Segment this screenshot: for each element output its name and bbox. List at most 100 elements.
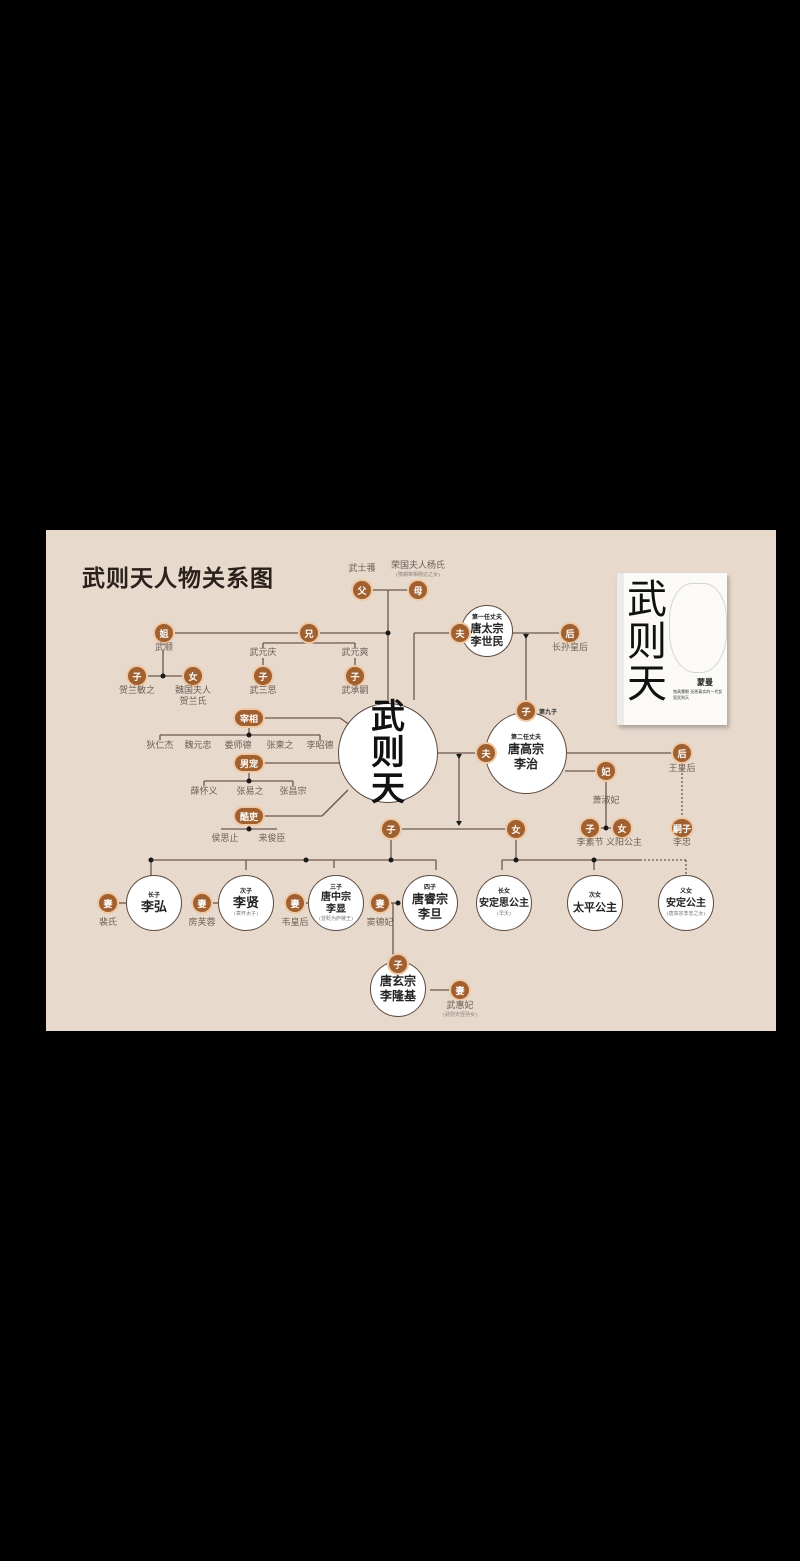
favorite-name: 张易之: [236, 787, 264, 797]
official-name: 侯思止: [211, 834, 239, 844]
husband-2-badge: 夫: [477, 744, 495, 762]
xiao-daughter-badge: 女: [613, 819, 631, 837]
grandson-name: 唐玄宗李隆基: [379, 974, 416, 1003]
husband-2-name: 唐高宗李治: [507, 742, 544, 771]
minister-name: 张柬之: [266, 741, 294, 751]
daughter-name: 太平公主: [573, 900, 617, 914]
son-node-3: 三子 唐中宗李显 (曾贬为庐陵王): [308, 875, 364, 931]
daughter-role: 次女: [588, 891, 601, 899]
son-2-spouse-badge: 妻: [193, 894, 211, 912]
sons-badge: 子: [382, 820, 400, 838]
empress-wang-badge: 后: [673, 744, 691, 762]
center-name: 武则天: [371, 697, 405, 809]
xiao-son-name: 李素节: [576, 838, 604, 848]
book-blurb: 独具慧眼 还原真实的一代女皇武则天: [673, 689, 723, 700]
son-3-spouse-badge: 妻: [286, 894, 304, 912]
son-note: (曾贬为庐陵王): [319, 915, 353, 922]
son-node-1: 长子 李弘: [126, 875, 182, 931]
daughter-node-1: 长女 安定思公主 (早夭): [476, 875, 532, 931]
favorite-name: 张昌宗: [279, 787, 307, 797]
daughter-role: 长女: [497, 888, 510, 895]
son-role: 四子: [423, 884, 436, 891]
son-1-spouse: 裴氏: [98, 918, 118, 928]
consort-xiao-badge: 妃: [597, 762, 615, 780]
daughter-note: (唐高宗李忠之女): [666, 911, 706, 917]
grandson-spouse-label: 武惠妃(武则天侄孙女): [443, 1001, 477, 1019]
daughter-name: 安定公主: [666, 898, 706, 909]
brother-1-child: 武三思: [249, 686, 277, 696]
mother-label: 荣国夫人杨氏(隋朝宰相杨达之女): [391, 561, 445, 579]
son-name: 唐中宗李显: [321, 891, 351, 915]
mother-name: 荣国夫人杨氏: [390, 561, 446, 571]
xiao-daughter-name: 义阳公主: [605, 838, 643, 848]
brother-2-child: 武承嗣: [341, 686, 369, 696]
husband-1-badge: 夫: [451, 624, 469, 642]
grandson-badge: 子: [389, 955, 407, 973]
father-badge: 父: [353, 581, 371, 599]
son-4-spouse-badge: 妻: [371, 894, 389, 912]
sister-name: 武顺: [154, 643, 174, 653]
minister-name: 娄师德: [224, 741, 252, 751]
official-name: 来俊臣: [258, 834, 286, 844]
son-role: 三子: [329, 883, 342, 891]
son-name: 唐睿宗李旦: [411, 892, 448, 921]
husband-1-name: 唐太宗李世民: [470, 622, 504, 648]
group-favorites-badge: 男宠: [234, 755, 264, 771]
grandson-node: 唐玄宗李隆基: [370, 961, 426, 1017]
grandson-spouse: 武惠妃: [446, 1001, 474, 1011]
husband-1-wife-badge: 后: [561, 624, 579, 642]
sister-daughter-name: 魏国夫人贺兰氏: [174, 686, 211, 707]
xiao-son-badge: 子: [581, 819, 599, 837]
husband-1-node: 第一任丈夫 唐太宗李世民: [461, 605, 513, 657]
consort-xiao-name: 萧淑妃: [592, 796, 620, 806]
husband-2-son-note: 第九子: [539, 709, 558, 716]
sister-son-badge: 子: [128, 667, 146, 685]
son-name: 李贤: [232, 896, 259, 911]
adopted-son-badge: 嗣子: [672, 819, 692, 837]
book-title: 武则天: [627, 577, 667, 707]
group-ministers-badge: 宰相: [234, 710, 264, 726]
brother-2-child-badge: 子: [346, 667, 364, 685]
brothers-badge: 兄: [300, 624, 318, 642]
group-cruel-officials-badge: 酷吏: [234, 808, 264, 824]
son-4-spouse: 窦德妃: [366, 918, 394, 928]
son-name: 李弘: [140, 899, 167, 915]
diagram-title: 武则天人物关系图: [82, 565, 274, 592]
son-role: 次子: [239, 888, 252, 895]
mother-note: (隋朝宰相杨达之女): [396, 572, 440, 578]
brother-2-name: 武元爽: [341, 648, 369, 658]
daughter-role: 义女: [679, 888, 692, 895]
book-portrait-illustration: [669, 583, 727, 673]
sister-son-name: 贺兰敏之: [118, 686, 156, 696]
book-spine: [617, 573, 624, 725]
book-cover-image: 武则天 蒙曼 独具慧眼 还原真实的一代女皇武则天: [617, 573, 727, 725]
daughter-node-2: 次女 太平公主: [567, 875, 623, 931]
husband-2-role: 第二任丈夫: [510, 734, 541, 741]
minister-name: 狄仁杰: [146, 741, 174, 751]
brother-1-child-badge: 子: [254, 667, 272, 685]
mother-badge: 母: [409, 581, 427, 599]
sister-daughter-badge: 女: [184, 667, 202, 685]
wu-zetian-node: 武则天: [338, 699, 438, 807]
husband-2-son-badge: 子: [517, 702, 535, 720]
son-3-spouse: 韦皇后: [281, 918, 309, 928]
son-note: (章怀太子): [234, 911, 258, 917]
husband-1-role: 第一任丈夫: [471, 614, 502, 621]
minister-name: 李昭德: [306, 741, 334, 751]
book-author: 蒙曼: [697, 677, 713, 687]
son-1-spouse-badge: 妻: [99, 894, 117, 912]
son-role: 长子: [147, 891, 160, 899]
favorite-name: 薛怀义: [190, 787, 218, 797]
daughter-name: 安定思公主: [479, 898, 529, 909]
husband-2-node: 第二任丈夫 唐高宗李治: [485, 712, 567, 794]
husband-1-wife-name: 长孙皇后: [551, 643, 589, 653]
grandson-spouse-badge: 妻: [451, 981, 469, 999]
son-node-4: 四子 唐睿宗李旦: [402, 875, 458, 931]
son-node-2: 次子 李贤 (章怀太子): [218, 875, 274, 931]
daughter-note: (早夭): [497, 911, 511, 917]
grandson-spouse-note: (武则天侄孙女): [443, 1012, 477, 1018]
brother-1-name: 武元庆: [249, 648, 277, 658]
minister-name: 魏元忠: [184, 741, 212, 751]
adopted-son-name: 李忠: [672, 838, 692, 848]
son-2-spouse: 房芙蓉: [188, 918, 216, 928]
